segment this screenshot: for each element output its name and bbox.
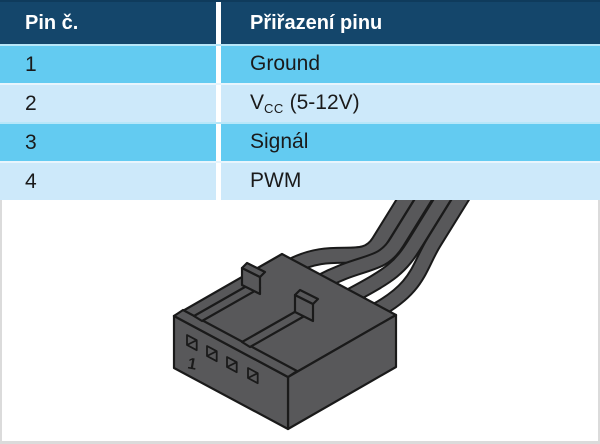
header-cell-pin-number: Pin č. [0,2,216,44]
column-divider [216,46,221,83]
cell-assignment: VCC (5-12V) [221,85,600,122]
cell-pin-number: 2 [0,85,216,122]
cell-pin-number: 4 [0,163,216,200]
cable-wires [286,200,471,320]
assignment-subscript: CC [264,101,284,116]
assignment-main: Signál [250,130,309,153]
connector-figure-area: 1 [0,200,600,444]
cell-assignment: PWM [221,163,600,200]
rail-end-block-left-top [240,261,267,279]
cell-pin-number: 1 [0,46,216,83]
column-divider [216,163,221,200]
assignment-main: Ground [250,52,321,75]
column-divider [216,2,221,44]
table-row-pin1: 1 Ground [0,44,600,83]
cell-assignment: Signál [221,124,600,161]
column-divider [216,85,221,122]
table-row-pin2: 2 VCC (5-12V) [0,83,600,122]
fan-connector-illustration: 1 [172,200,471,431]
assignment-main: V [250,91,265,114]
assignment-main: PWM [250,169,302,192]
pin-number-text: 2 [25,91,37,115]
header-cell-assignment: Přiřazení pinu [221,2,600,44]
assignment-text: Ground [250,52,320,77]
header-label-assignment: Přiřazení pinu [250,11,383,34]
assignment-suffix: (5-12V) [283,91,360,114]
connector-body [172,252,398,431]
pin-number-text: 3 [25,130,37,154]
pin-number-text: 1 [25,52,37,76]
pin-assignment-table: Pin č. Přiřazení pinu 1 Ground 2 VCC (5-… [0,0,600,200]
cell-pin-number: 3 [0,124,216,161]
cell-assignment: Ground [221,46,600,83]
pin1-marker: 1 [186,355,198,373]
table-row-pin3: 3 Signál [0,122,600,161]
header-label-pin: Pin č. [25,11,79,34]
pin-holes [186,334,259,385]
assignment-text: Signál [250,130,308,155]
front-edge-lip [172,308,299,379]
table-row-pin4: 4 PWM [0,161,600,200]
pin-number-text: 4 [25,169,37,193]
assignment-text: VCC (5-12V) [250,91,360,116]
column-divider [216,124,221,161]
assignment-text: PWM [250,169,301,194]
rail-end-block-right-top [293,288,320,306]
table-header-row: Pin č. Přiřazení pinu [0,0,600,44]
